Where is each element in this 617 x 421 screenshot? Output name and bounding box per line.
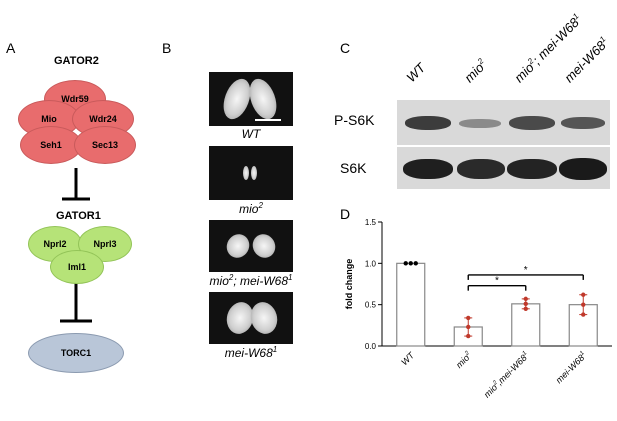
protein-label: Seh1 — [40, 140, 62, 150]
x-tick-text: WT — [399, 349, 417, 367]
torc1-node: TORC1 — [28, 333, 124, 373]
y-tick-label: 1.5 — [365, 218, 377, 227]
lane-text: mei-W68 — [561, 37, 609, 86]
data-point — [403, 261, 408, 266]
band — [559, 158, 607, 180]
band — [561, 117, 605, 129]
protein-label: Nprl3 — [93, 239, 117, 249]
lane-text: ; mei-W68 — [529, 14, 582, 68]
panel-c-label: C — [340, 40, 351, 56]
blot-ps6k — [397, 100, 610, 145]
data-point — [581, 292, 586, 297]
ovary-lobe — [248, 230, 280, 262]
x-tick-label: WT — [399, 349, 417, 367]
y-axis-label: fold change — [344, 259, 354, 310]
data-point — [523, 296, 528, 302]
ovary-image-double — [209, 220, 293, 272]
data-point — [466, 324, 471, 330]
protein-iml1: Iml1 — [50, 250, 104, 284]
data-point — [523, 301, 528, 307]
fold-change-chart: 0.0 0.5 1.0 1.5 fold change * * WT mio2 mio2,mei-… — [344, 218, 612, 400]
panel-d-label: D — [340, 206, 351, 222]
protein-label: Mio — [41, 114, 57, 124]
ovary-lobe — [251, 166, 257, 180]
band — [509, 116, 555, 130]
caption-mio: mio2 — [209, 201, 293, 216]
caption-double: mio2; mei-W681 — [192, 273, 310, 288]
significance-star: * — [495, 276, 499, 287]
row-label-s6k: S6K — [340, 160, 367, 176]
caption-text: mei-W68 — [224, 346, 273, 360]
band — [507, 159, 557, 179]
protein-label: Wdr59 — [61, 94, 89, 104]
y-tick-label: 1.0 — [365, 259, 377, 268]
y-tick-label: 0.5 — [365, 301, 377, 310]
band — [405, 116, 451, 130]
protein-label: Sec13 — [91, 140, 119, 150]
x-tick-label: mio2,mei-W681 — [482, 350, 531, 399]
blot-s6k — [397, 147, 610, 189]
y-tick-label: 0.0 — [365, 342, 377, 351]
lane-text: WT — [403, 60, 429, 85]
data-point — [466, 333, 471, 339]
gator2-title: GATOR2 — [54, 55, 99, 67]
ovary-lobe — [243, 166, 249, 180]
caption-sup: 2 — [258, 201, 263, 210]
ovary-image-mio — [209, 146, 293, 200]
panel-b-label: B — [162, 40, 172, 56]
caption-text: mio — [209, 274, 229, 288]
data-point — [581, 312, 586, 317]
data-point — [581, 302, 586, 307]
caption-sup: 2 — [228, 273, 234, 282]
protein-label: Nprl2 — [43, 239, 67, 249]
x-tick-text: mei-W68 — [554, 353, 587, 386]
x-tick-sup: 1 — [522, 350, 529, 357]
band — [459, 119, 501, 128]
band — [457, 159, 505, 179]
lane-label-wt: WT — [403, 60, 428, 85]
x-tick-sup: 1 — [579, 350, 586, 357]
protein-label: Wdr24 — [89, 114, 117, 124]
ovary-lobe — [247, 299, 281, 337]
caption-text: ; — [233, 274, 240, 288]
ovary-lobe — [244, 75, 282, 123]
row-label-ps6k: P-S6K — [334, 112, 375, 128]
protein-seh1: Seh1 — [20, 126, 82, 164]
caption-wt: WT — [209, 127, 293, 141]
caption-sup: 1 — [272, 345, 278, 354]
data-point — [466, 315, 471, 321]
caption-sup: 1 — [288, 273, 293, 282]
inhibition-arrows — [60, 168, 92, 323]
ovary-image-wt — [209, 72, 293, 126]
ovary-image-mei — [209, 292, 293, 344]
protein-sec13: Sec13 — [74, 126, 136, 164]
data-point — [523, 306, 528, 311]
x-tick-label: mio2 — [454, 350, 474, 370]
x-tick-sup: 2 — [464, 350, 472, 358]
bar — [396, 262, 426, 347]
scale-bar — [255, 119, 281, 121]
caption-text: WT — [241, 127, 261, 141]
data-point — [408, 261, 413, 266]
caption-text: mio — [239, 202, 259, 216]
caption-mei: mei-W681 — [209, 345, 293, 360]
caption-text: mei-W68 — [240, 274, 289, 288]
band — [403, 159, 453, 179]
lane-label-mio: mio2 — [461, 57, 490, 86]
x-tick-text: ,mei-W68 — [494, 353, 528, 387]
x-tick-label: mei-W681 — [554, 350, 589, 385]
data-point — [413, 261, 418, 266]
x-tick-sup: 2 — [491, 379, 499, 387]
lane-label-mei: mei-W681 — [561, 35, 612, 86]
gator1-title: GATOR1 — [56, 210, 101, 222]
torc1-label: TORC1 — [60, 348, 92, 358]
significance-star: * — [524, 265, 528, 276]
panel-a-label: A — [6, 40, 16, 56]
protein-label: Iml1 — [67, 262, 86, 272]
ovary-lobe — [222, 230, 254, 262]
